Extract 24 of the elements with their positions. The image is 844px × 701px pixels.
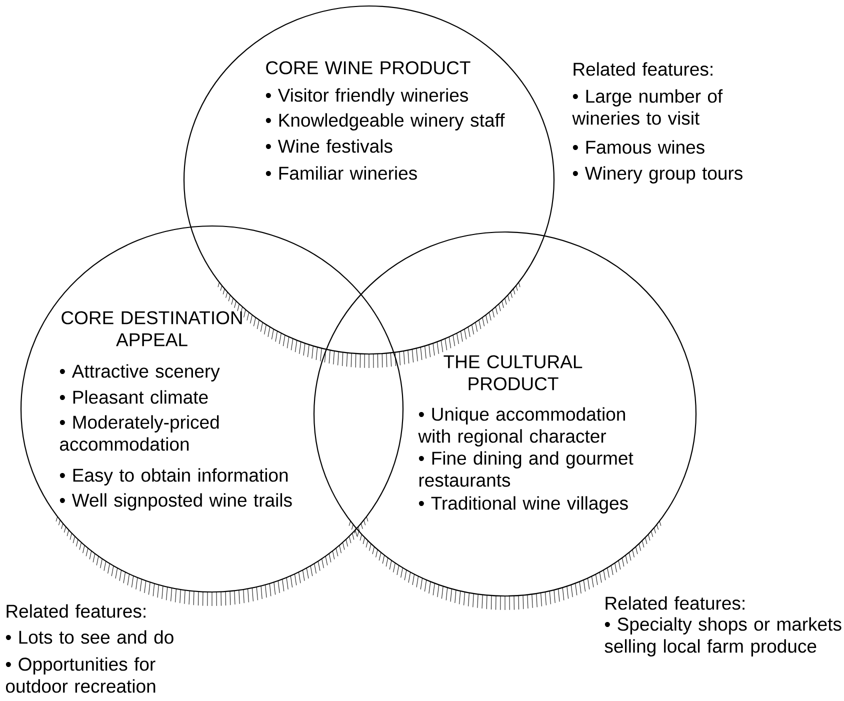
related-feature-item: • Specialty shops or markets selling local farm produce [604,617,842,656]
related-feature-item: • Famous wines [572,140,704,154]
bullet-item: • Pleasant climate [60,390,208,404]
circle-heading: THE CULTURAL PRODUCT [444,355,582,390]
bullet-item: • Well signposted wine trails [60,493,292,510]
related-features-heading: Related features: [574,62,712,76]
bullet-item: • Moderately-priced accommodation [60,415,219,451]
bullet-item: • Wine festivals [266,139,392,153]
related-feature-item: • Opportunities for outdoor recreation [6,657,156,693]
related-feature-item: • Lots to see and do [6,630,174,644]
bullet-item: • Unique accommodation with regional character [418,407,625,446]
related-features-heading: Related features: [6,604,146,618]
bullet-item: • Traditional wine villages [418,496,628,514]
bullet-item: • Attractive scenery [60,364,220,382]
bullet-item: • Familiar wineries [266,166,417,180]
circle-heading: CORE WINE PRODUCT [266,61,470,74]
bullet-item: • Easy to obtain information [60,468,288,486]
bullet-item: • Fine dining and gourmet restaurants [418,451,634,487]
bullet-item: • Visitor friendly wineries [266,88,468,106]
related-feature-item: • Large number of wineries to visit [572,89,723,125]
circle-heading: CORE DESTINATION APPEAL [62,311,242,346]
related-features-heading: Related features: [606,596,744,610]
bullet-item: • Knowledgeable winery staff [266,113,505,130]
related-feature-item: • Winery group tours [572,166,742,184]
